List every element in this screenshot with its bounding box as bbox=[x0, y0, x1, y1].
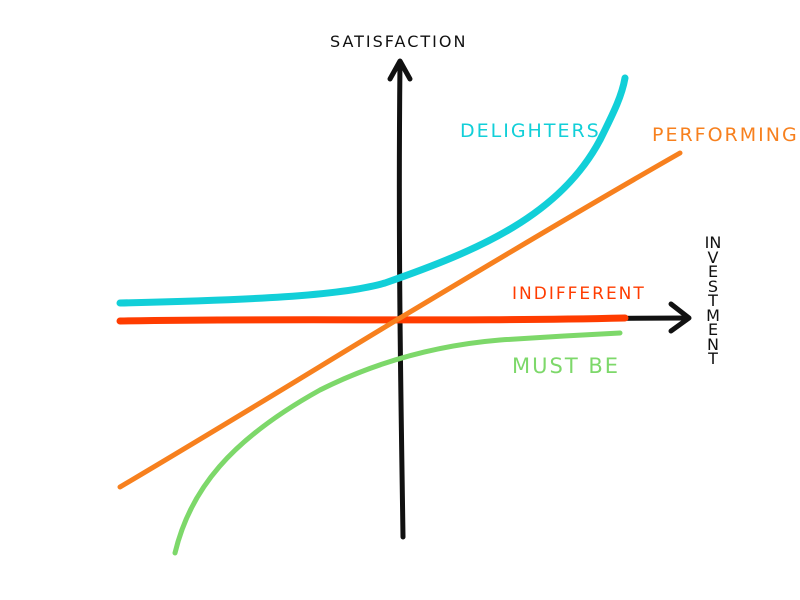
x-axis-label: INVESTMENT bbox=[704, 233, 722, 368]
label-delighters: DELIGHTERS bbox=[460, 120, 601, 142]
x-axis-arrowhead bbox=[668, 301, 692, 334]
curve-performing bbox=[117, 150, 683, 490]
y-axis-label: SATISFACTION bbox=[330, 32, 468, 51]
curve-indifferent bbox=[116, 314, 629, 325]
label-performing: PERFORMING bbox=[652, 124, 799, 146]
y-axis bbox=[396, 59, 406, 540]
y-axis-arrowhead bbox=[387, 58, 413, 82]
label-must-be: MUST BE bbox=[512, 354, 620, 378]
curve-delighters bbox=[116, 74, 629, 307]
label-indifferent: INDIFFERENT bbox=[512, 284, 646, 304]
curve-must-be bbox=[172, 330, 623, 556]
